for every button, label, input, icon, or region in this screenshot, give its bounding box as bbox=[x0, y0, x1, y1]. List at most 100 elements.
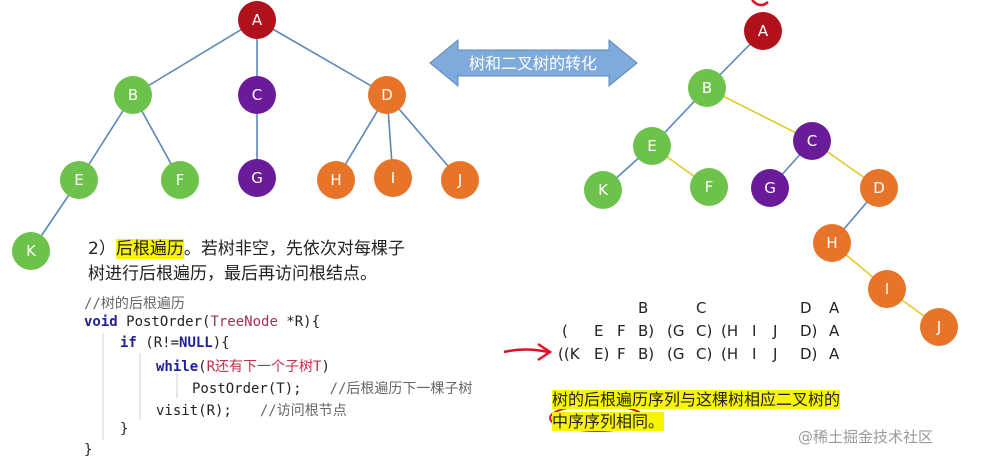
seq2-3: B) bbox=[638, 322, 655, 340]
svg-text:K: K bbox=[26, 242, 37, 260]
node-F: F bbox=[161, 161, 199, 199]
node-B: B bbox=[114, 76, 152, 114]
code-line-recursive-call: PostOrder(T); //后根遍历下一棵子树 bbox=[192, 378, 472, 398]
description-line-2: 树进行后根遍历，最后再访问根结点。 bbox=[88, 264, 377, 284]
red-pointer-arrow bbox=[503, 348, 549, 354]
code-while-close: ) bbox=[321, 359, 330, 375]
seq3-8: J bbox=[773, 345, 778, 363]
seq3-9: D) bbox=[800, 345, 818, 363]
bnode-J: J bbox=[920, 308, 958, 346]
conclusion-circled-term: 中序序列 bbox=[552, 412, 617, 431]
svg-text:G: G bbox=[764, 179, 776, 197]
seq2-2: F bbox=[617, 322, 626, 340]
svg-text:A: A bbox=[758, 22, 769, 40]
bnode-G: G bbox=[751, 169, 789, 207]
conclusion-line-2: 中序序列相同。 bbox=[552, 408, 665, 432]
code-close-brace-2: } bbox=[84, 442, 93, 458]
conclusion-line-1: 树的后根遍历序列与这棵树相应二叉树的 bbox=[552, 386, 841, 410]
code-fn-name: PostOrder( bbox=[117, 314, 211, 330]
node-I: I bbox=[374, 159, 412, 197]
code-sig-end: *R){ bbox=[277, 314, 321, 330]
seq2-5: C) bbox=[696, 322, 713, 340]
seq3-3: B) bbox=[638, 345, 655, 363]
desc-num: 2） bbox=[88, 239, 116, 259]
seq2-9: D) bbox=[800, 322, 818, 340]
bnode-I: I bbox=[868, 270, 906, 308]
conclusion-text-1: 树的后根遍历序列与这棵树相应二叉树的 bbox=[552, 390, 841, 409]
svg-text:K: K bbox=[598, 181, 609, 199]
bnode-F: F bbox=[690, 168, 728, 206]
code-if-end: ){ bbox=[212, 335, 230, 351]
seq3-4: (G bbox=[667, 345, 685, 363]
bnode-A: A bbox=[744, 12, 782, 50]
code-close-brace-1: } bbox=[120, 421, 129, 437]
svg-text:D: D bbox=[873, 179, 885, 197]
desc-term: 后根遍历 bbox=[115, 239, 184, 259]
bnode-K: K bbox=[584, 171, 622, 209]
node-H: H bbox=[317, 161, 355, 199]
node-G: G bbox=[238, 159, 276, 197]
seq3-7: I bbox=[752, 345, 757, 363]
code-while-keyword: while bbox=[156, 359, 199, 375]
left-tree-edges bbox=[30, 19, 461, 252]
seq2-8: J bbox=[773, 322, 778, 340]
red-pointer-arrowhead bbox=[537, 342, 553, 362]
seq3-10: A bbox=[829, 345, 840, 363]
svg-text:F: F bbox=[176, 171, 185, 189]
node-C: C bbox=[238, 76, 276, 114]
svg-text:J: J bbox=[457, 171, 462, 189]
seq1-D: D bbox=[800, 299, 812, 317]
code-call-comment: //后根遍历下一棵子树 bbox=[329, 381, 473, 397]
svg-text:H: H bbox=[826, 234, 837, 252]
code-call: PostOrder(T); bbox=[192, 381, 302, 397]
code-if-rest: (R!= bbox=[136, 335, 180, 351]
seq2-4: (G bbox=[667, 322, 685, 340]
seq2-6: (H bbox=[721, 322, 739, 340]
code-line-visit: visit(R);//访问根节点 bbox=[156, 400, 347, 420]
node-D: D bbox=[368, 76, 406, 114]
seq1-C: C bbox=[696, 299, 707, 317]
red-check-mark bbox=[751, 0, 769, 7]
seq3-6: (H bbox=[721, 345, 739, 363]
node-E: E bbox=[60, 161, 98, 199]
bnode-D: D bbox=[860, 169, 898, 207]
bnode-H: H bbox=[813, 224, 851, 262]
bedge-B-C bbox=[706, 87, 813, 142]
bnode-C: C bbox=[793, 122, 831, 160]
description-line-1: 2）后根遍历。若树非空，先依次对每棵子 bbox=[88, 234, 405, 259]
watermark: @稀土掘金技术社区 bbox=[798, 428, 934, 446]
svg-text:C: C bbox=[807, 132, 817, 150]
seq3-2: F bbox=[617, 345, 626, 363]
svg-text:I: I bbox=[885, 280, 889, 298]
code-line-while: while(R还有下一个子树T) bbox=[156, 356, 330, 376]
code-null: NULL bbox=[179, 335, 213, 351]
code-while-open: ( bbox=[198, 359, 207, 375]
code-visit-comment: //访问根节点 bbox=[259, 403, 347, 419]
svg-text:G: G bbox=[251, 169, 263, 187]
double-arrow: 树和二叉树的转化 bbox=[429, 38, 638, 88]
seq3-0: ((K bbox=[558, 345, 580, 363]
svg-text:F: F bbox=[705, 178, 714, 196]
edge-A-D bbox=[256, 19, 388, 96]
node-K: K bbox=[12, 232, 50, 270]
arrow-label: 树和二叉树的转化 bbox=[469, 54, 597, 73]
svg-text:E: E bbox=[647, 137, 656, 155]
edge-A-B bbox=[132, 19, 258, 96]
bnode-E: E bbox=[633, 127, 671, 165]
svg-text:A: A bbox=[252, 11, 263, 29]
svg-text:B: B bbox=[702, 79, 712, 97]
seq2-0: ( bbox=[562, 322, 568, 340]
node-J: J bbox=[441, 161, 479, 199]
svg-text:H: H bbox=[330, 171, 341, 189]
svg-text:D: D bbox=[381, 86, 393, 104]
seq2-1: E bbox=[594, 322, 604, 340]
seq2-10: A bbox=[829, 322, 840, 340]
code-line-if: if (R!=NULL){ bbox=[120, 335, 230, 351]
code-if-keyword: if bbox=[120, 335, 137, 351]
code-line-signature: void PostOrder(TreeNode *R){ bbox=[84, 314, 320, 330]
node-A: A bbox=[238, 1, 276, 39]
code-comment-title: //树的后根遍历 bbox=[84, 296, 185, 312]
svg-text:E: E bbox=[74, 171, 83, 189]
